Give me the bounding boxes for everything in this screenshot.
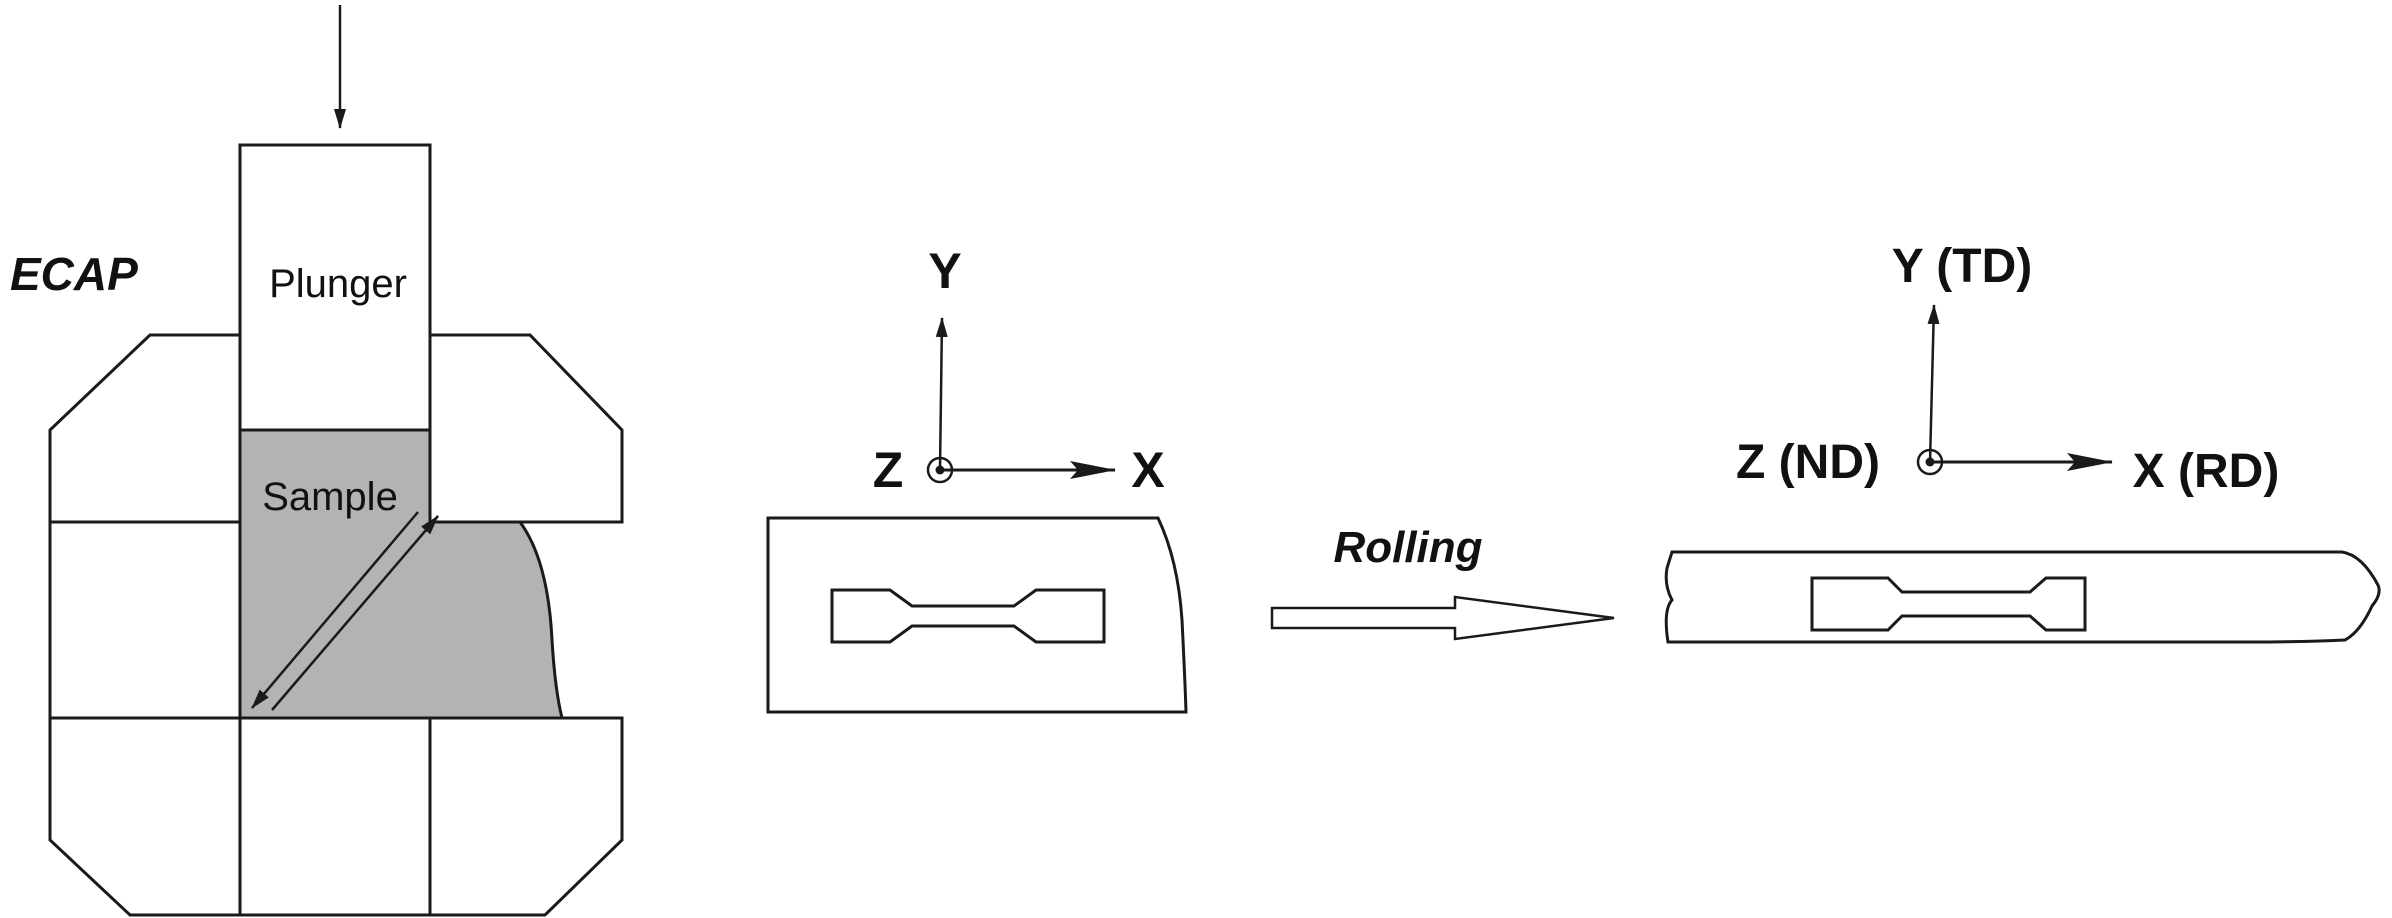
x-label-before: X [1131, 442, 1164, 498]
plate-before-outline [766, 516, 1188, 714]
z-label-after: Z (ND) [1736, 436, 1880, 489]
shear-arrow-1 [251, 511, 419, 709]
rolling-step: Rolling [1270, 523, 1615, 641]
shear-arrow-2 [271, 515, 439, 711]
plunger-label: Plunger [269, 262, 407, 306]
ecap-die: ECAP Plunger Sample [10, 5, 624, 917]
rolling-label: Rolling [1333, 523, 1482, 572]
y-axis-before [935, 317, 948, 471]
z-axis-symbol-after [1916, 448, 1944, 476]
y-label-before: Y [928, 243, 961, 299]
plate-before [766, 516, 1188, 714]
plate-after-outline [1664, 550, 2381, 644]
x-label-after: X (RD) [2133, 445, 2280, 498]
y-axis-after [1927, 304, 1940, 463]
coordinate-system-after: Y (TD) Z (ND) X (RD) [1736, 240, 2279, 498]
die-upper-right [430, 333, 624, 524]
z-axis-symbol-before [926, 456, 954, 484]
rolling-arrow [1270, 595, 1615, 641]
coordinate-system-before: Y Z X [873, 243, 1165, 498]
z-axis-dot-before [935, 465, 945, 475]
die-upper-left [48, 333, 240, 524]
sample-label: Sample [262, 475, 398, 519]
plate-after [1664, 550, 2381, 644]
ecap-title: ECAP [10, 248, 138, 300]
tensile-specimen-after [1810, 576, 2087, 632]
die-middle-left [48, 522, 240, 720]
z-axis-dot-after [1925, 457, 1935, 467]
y-label-after: Y (TD) [1892, 240, 2032, 293]
sample-region [238, 428, 564, 720]
die-lower [48, 716, 624, 917]
tensile-specimen-before [830, 588, 1106, 644]
z-label-before: Z [873, 442, 904, 498]
